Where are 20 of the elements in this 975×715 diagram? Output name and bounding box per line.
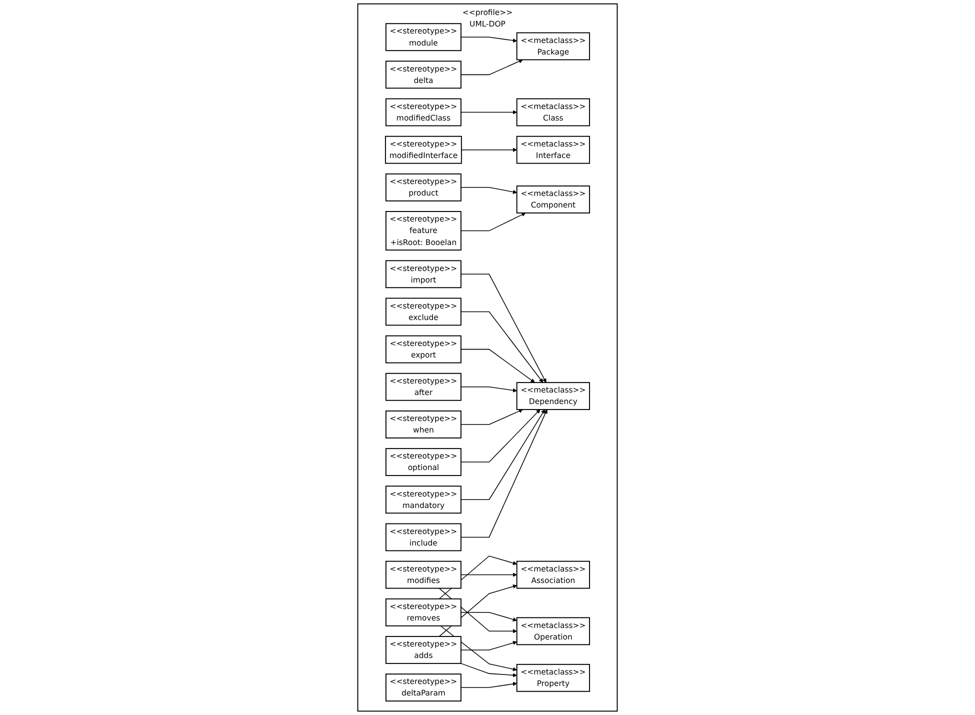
arrow — [460, 212, 526, 232]
arrow — [460, 682, 518, 688]
arrow — [460, 572, 518, 577]
arrow — [460, 187, 518, 194]
arrow — [460, 409, 540, 462]
arrow — [460, 409, 548, 538]
arrow — [460, 311, 544, 383]
arrow — [460, 274, 546, 383]
arrow — [460, 36, 518, 43]
arrow — [460, 59, 523, 76]
arrow — [460, 409, 546, 500]
arrow — [460, 386, 518, 392]
arrow — [460, 663, 518, 678]
arrow — [460, 348, 535, 383]
arrow — [461, 148, 518, 152]
arrow — [460, 612, 518, 622]
arrow — [440, 625, 518, 672]
arrow — [460, 409, 523, 425]
arrow — [460, 110, 518, 114]
arrow — [460, 640, 518, 650]
